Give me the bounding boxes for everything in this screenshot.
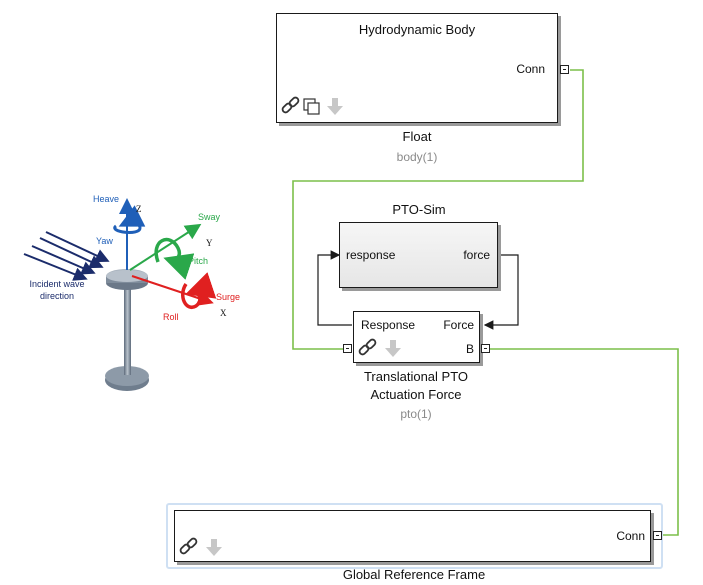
surge-label: Surge — [216, 292, 241, 302]
y-label: Y — [206, 238, 213, 248]
incident-wave-line2: direction — [39, 291, 75, 301]
translational-pto-block[interactable]: Response Force B — [353, 311, 480, 363]
pto-caption-line1: Translational PTO — [363, 369, 469, 384]
pto-caption: Translational PTO Actuation Force — [316, 368, 516, 404]
conn-port-label: Conn — [516, 62, 545, 76]
copy-icon — [303, 98, 320, 115]
block-title: Hydrodynamic Body — [358, 22, 476, 37]
link-icon — [179, 537, 198, 555]
response-port-label: response — [346, 248, 396, 262]
incident-wave-arrows — [23, 231, 110, 281]
arrow-down-icon — [206, 539, 222, 556]
global-frame-selection — [166, 503, 663, 569]
pto-caption-line2: Actuation Force — [370, 387, 462, 402]
global-frame-caption: Global Reference Frame — [342, 567, 486, 582]
arrow-down-icon — [327, 98, 343, 115]
pto-b-port[interactable] — [481, 344, 490, 353]
global-conn-port[interactable] — [653, 531, 662, 540]
hydrodynamic-body-block[interactable]: Hydrodynamic Body Conn — [276, 13, 558, 123]
connection-float-to-pto[interactable] — [292, 69, 584, 350]
roll-icon — [181, 272, 217, 310]
float-caption: Float — [402, 129, 432, 144]
pitch-label: Pitch — [188, 256, 209, 266]
signal-force-line[interactable] — [483, 254, 519, 330]
pto-b-port-label: B — [465, 342, 474, 356]
force-port-label: force — [463, 248, 490, 262]
pitch-icon — [154, 237, 195, 280]
sway-label: Sway — [198, 212, 221, 222]
pto-response-port-label: Response — [361, 318, 416, 332]
signal-response-line[interactable] — [317, 250, 352, 326]
heave-label: Heave — [93, 194, 120, 204]
pto-sim-title: PTO-Sim — [392, 202, 446, 217]
link-icon — [358, 338, 377, 356]
pto-left-port[interactable] — [343, 344, 352, 353]
incident-wave-label: Incident wave direction — [22, 278, 92, 302]
global-reference-frame-block[interactable]: Conn — [174, 510, 651, 562]
z-label: Z — [136, 204, 142, 214]
pto-force-port-label: Force — [443, 318, 474, 332]
float-conn-port[interactable] — [560, 65, 569, 74]
connection-pto-to-global[interactable] — [488, 348, 679, 536]
roll-label: Roll — [163, 312, 179, 322]
global-conn-port-label: Conn — [616, 529, 645, 543]
link-icon — [281, 96, 300, 114]
pto-sim-block[interactable]: response force — [339, 222, 498, 288]
incident-wave-line1: Incident wave — [29, 279, 85, 289]
x-label: X — [220, 308, 227, 318]
yaw-label: Yaw — [96, 236, 113, 246]
spar — [124, 270, 131, 375]
arrow-down-icon — [385, 340, 401, 357]
float-subcaption: body(1) — [396, 150, 438, 164]
yaw-icon — [113, 205, 146, 234]
pto-subcaption: pto(1) — [400, 407, 432, 421]
